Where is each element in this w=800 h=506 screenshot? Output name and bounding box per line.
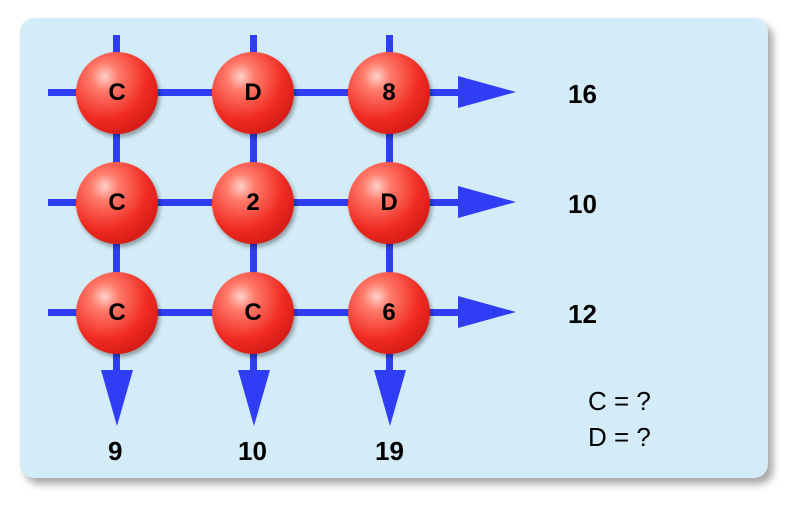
row-arrow-3 — [458, 296, 516, 328]
ball-r1-c2: D — [212, 52, 294, 134]
col-arrow-1 — [101, 370, 133, 426]
ball-r2-c3: D — [348, 162, 430, 244]
row-arrow-2 — [458, 186, 516, 218]
ball-r1-c1: C — [76, 52, 158, 134]
row-sum-3: 12 — [568, 299, 597, 329]
ball-r3-c3: 6 — [348, 272, 430, 354]
ball-r2-c2: 2 — [212, 162, 294, 244]
col-arrow-3 — [374, 370, 406, 426]
col-arrow-2 — [238, 370, 270, 426]
row-arrow-1 — [458, 76, 516, 108]
ball-r1-c3: 8 — [348, 52, 430, 134]
row-sum-2: 10 — [568, 189, 597, 219]
question-c: C = ? — [588, 386, 651, 416]
ball-r3-c2: C — [212, 272, 294, 354]
col-sum-1: 9 — [108, 436, 123, 466]
col-sum-3: 19 — [375, 436, 404, 466]
col-sum-2: 10 — [238, 436, 267, 466]
ball-r2-c1: C — [76, 162, 158, 244]
ball-r3-c1: C — [76, 272, 158, 354]
row-sum-1: 16 — [568, 79, 597, 109]
question-d: D = ? — [588, 422, 651, 452]
